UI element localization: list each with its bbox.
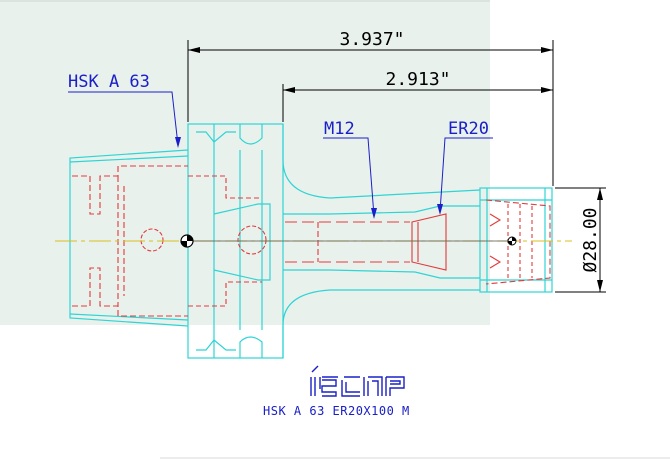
thread-callout-label: M12 [324,119,355,139]
collet-callout-label: ER20 [448,119,489,139]
hsk-shank-inner-bottom [69,313,189,321]
gauge-length-label: 2.913" [385,69,450,90]
tool-tip-marker [507,236,517,246]
inner-bore-bottom [283,269,480,279]
collet-taper [411,213,447,271]
callout-arrowheads [175,137,443,219]
flange-notch-bottom [196,339,236,351]
coolant-hole [140,228,164,252]
body-top-profile [282,124,481,199]
er20-leader [439,137,493,213]
drawing-panel [0,0,490,325]
hsk-shank-inner-top [69,155,189,163]
drive-slot [213,203,271,281]
dimension-lines [187,40,606,293]
collet-nut-outline [479,187,553,293]
iscar-logo [310,365,405,397]
dimension-arrows [188,47,603,292]
hsk-bore-dashed [72,165,188,215]
part-caption: HSK A 63 ER20X100 M [263,404,410,418]
cross-hole [237,225,267,255]
hsk-callout-label: HSK A 63 [68,72,150,92]
hsk-shank-outline [69,149,189,327]
diameter-label: Ø28.00 [580,207,601,272]
hsk-leader [68,91,179,146]
flange-hidden [188,175,262,199]
inner-bore-top [283,205,480,215]
flange-hidden-bottom [188,281,262,307]
overall-length-label: 3.937" [339,29,404,50]
hidden-features [72,165,551,317]
hsk-bore-dashed-bottom [72,267,188,317]
collet-zigzag [489,213,502,269]
flange-groove [239,124,263,145]
drawing-panel-right [490,0,670,325]
m12-leader [323,137,375,217]
collet-body [485,199,551,285]
body-bottom-profile [282,289,480,358]
flange-notch [196,131,236,143]
gauge-point-marker [180,234,194,248]
flange-groove-bottom [239,336,263,358]
callout-leaders [68,91,493,217]
